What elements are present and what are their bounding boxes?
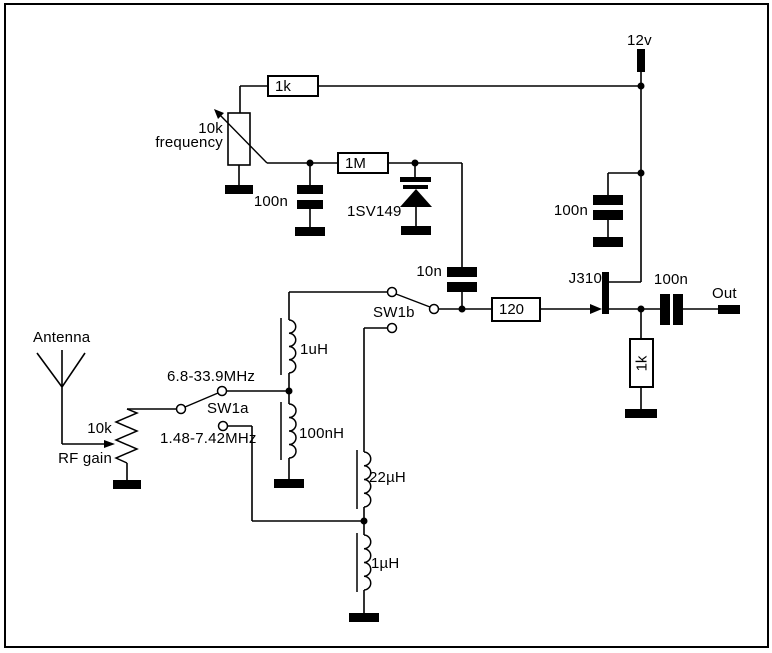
- inductor-l1-label: 1uH: [300, 341, 329, 358]
- frequency-pot-icon: [214, 109, 268, 166]
- sw1b-pole-contact: [428, 303, 440, 315]
- output-terminal-icon: [718, 305, 740, 314]
- sw1b-throw-low-contact: [386, 322, 398, 334]
- gate-stopper-resistor-value: 120: [499, 301, 525, 318]
- inductor-icons: [280, 318, 372, 592]
- sw1a-low-band-label: 1.48-7.42MHz: [160, 430, 257, 447]
- sw1b-label: SW1b: [373, 304, 415, 321]
- frequency-pot-value-label: 10k: [198, 120, 223, 137]
- tuning-cap-label: 100n: [253, 193, 288, 210]
- pot-arrow-icon: [214, 109, 224, 119]
- output-label: Out: [712, 285, 737, 302]
- gate-arrow-icon: [590, 304, 602, 314]
- sw1b-throw-high-contact: [386, 286, 398, 298]
- terminal-icons: [637, 49, 740, 314]
- jfet-icon: [590, 272, 609, 314]
- frequency-pot-name-label: frequency: [155, 134, 223, 151]
- rf-gain-pot-icon: [104, 408, 139, 464]
- sw1a-throw-high-contact: [216, 385, 228, 397]
- source-resistor-value: 1k: [633, 355, 650, 371]
- switch-icons: [175, 286, 440, 432]
- inductor-l2-label: 100nH: [299, 425, 345, 442]
- feedback-resistor: 1k: [267, 75, 319, 97]
- inductor-l4-label: 1µH: [371, 555, 400, 572]
- sw1a-pole-contact: [175, 403, 187, 415]
- varactor-part-label: 1SV149: [347, 203, 402, 220]
- supply-label: 12v: [627, 32, 652, 49]
- gate-stopper-resistor: 120: [491, 297, 541, 322]
- output-cap-label: 100n: [653, 271, 689, 288]
- schematic-border: [4, 3, 769, 648]
- rf-gain-value-label: 10k: [87, 420, 112, 437]
- gate-bias-resistor-value: 1M: [345, 154, 366, 172]
- pot-wiper-arrow-icon: [104, 440, 115, 448]
- supply-terminal-icon: [637, 49, 645, 72]
- source-resistor: 1k: [629, 338, 654, 388]
- rf-gain-name-label: RF gain: [58, 450, 112, 467]
- decoupling-cap-label: 100n: [553, 202, 588, 219]
- feedback-resistor-value: 1k: [275, 77, 291, 95]
- ground-icons: [113, 185, 657, 622]
- coupling-cap-label: 10n: [416, 263, 442, 280]
- sw1a-high-band-label: 6.8-33.9MHz: [167, 368, 256, 385]
- gate-bias-resistor: 1M: [337, 152, 389, 174]
- sw1a-throw-low-contact: [217, 420, 229, 432]
- varactor-icon: [400, 177, 432, 207]
- inductor-l3-label: 22µH: [369, 469, 406, 486]
- jfet-part-label: J310: [568, 270, 602, 287]
- antenna-label: Antenna: [33, 329, 91, 346]
- capacitor-icons: [297, 185, 683, 325]
- sw1a-label: SW1a: [207, 400, 249, 417]
- junction-dots: [285, 82, 645, 525]
